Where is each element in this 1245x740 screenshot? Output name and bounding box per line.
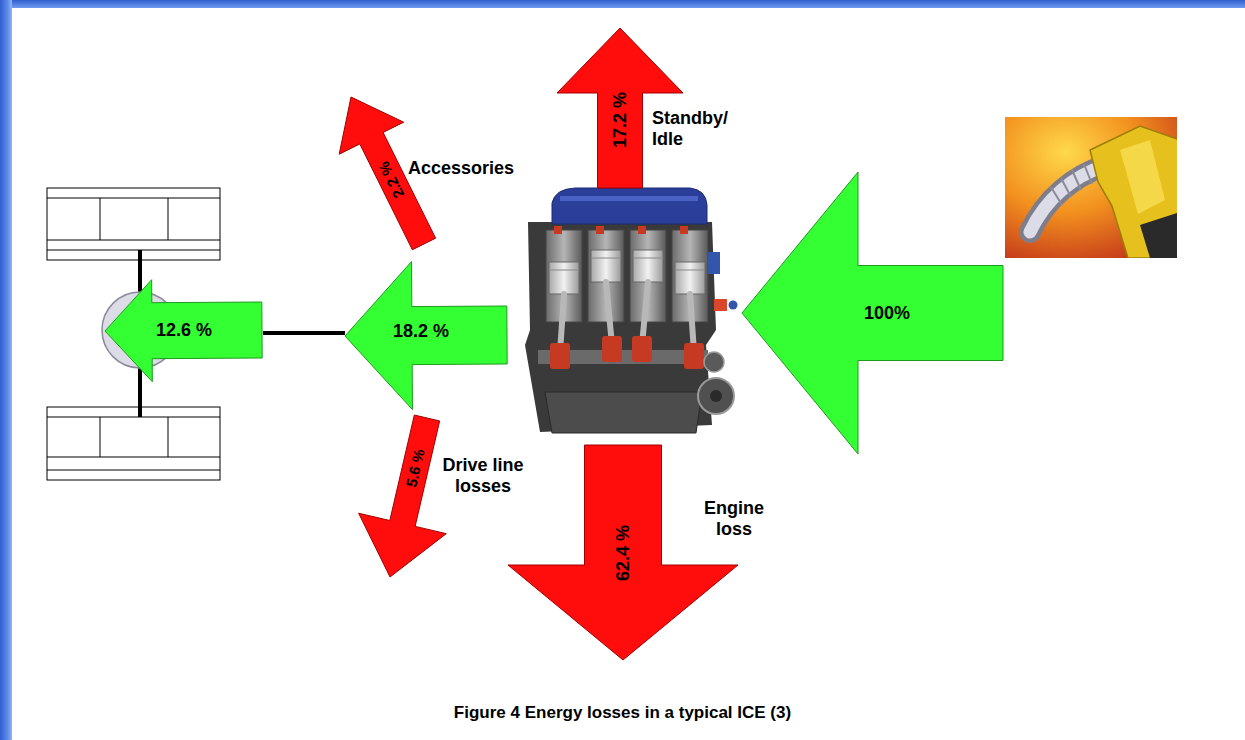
fuel-nozzle-photo: [1005, 117, 1177, 258]
percentage-value: 62.4 %: [614, 525, 632, 581]
loss-label: Engine loss: [695, 498, 773, 540]
percentage-value: 100%: [864, 304, 910, 322]
engine-illustration: [525, 188, 738, 433]
flow-arrow: 17.2 %Standby/ Idle: [557, 28, 683, 188]
percentage-value: 18.2 %: [393, 322, 449, 340]
arrow-polygon: [508, 445, 738, 660]
arrow-polygon: [345, 262, 507, 410]
wheel: [47, 407, 220, 480]
arrow-polygon: [742, 172, 1003, 454]
frame-band: [0, 0, 12, 740]
flow-arrow: 5.6 %Drive line losses: [358, 415, 447, 577]
arrow-shape: [358, 415, 447, 577]
loss-label: Standby/ Idle: [652, 108, 737, 150]
drive-shaft: [263, 331, 345, 335]
loss-label: Drive line losses: [433, 455, 533, 497]
loss-label: Accessories: [408, 158, 538, 179]
flow-arrow: 2.2 %Accessories: [339, 97, 436, 250]
wheel: [47, 188, 220, 260]
percentage-value: 17.2 %: [611, 92, 629, 148]
flow-arrow: 18.2 %: [345, 261, 508, 410]
figure-caption: Figure 4 Energy losses in a typical ICE …: [0, 703, 1245, 723]
flow-arrow: 62.4 %Engine loss: [508, 445, 738, 660]
frame-band: [0, 0, 1245, 8]
percentage-value: 12.6 %: [156, 321, 212, 339]
arrow-polygon: [105, 280, 262, 382]
arrow-polygon: [359, 415, 447, 577]
flow-arrow: 12.6 %: [105, 279, 263, 382]
flow-arrow: 100%: [742, 172, 1003, 454]
